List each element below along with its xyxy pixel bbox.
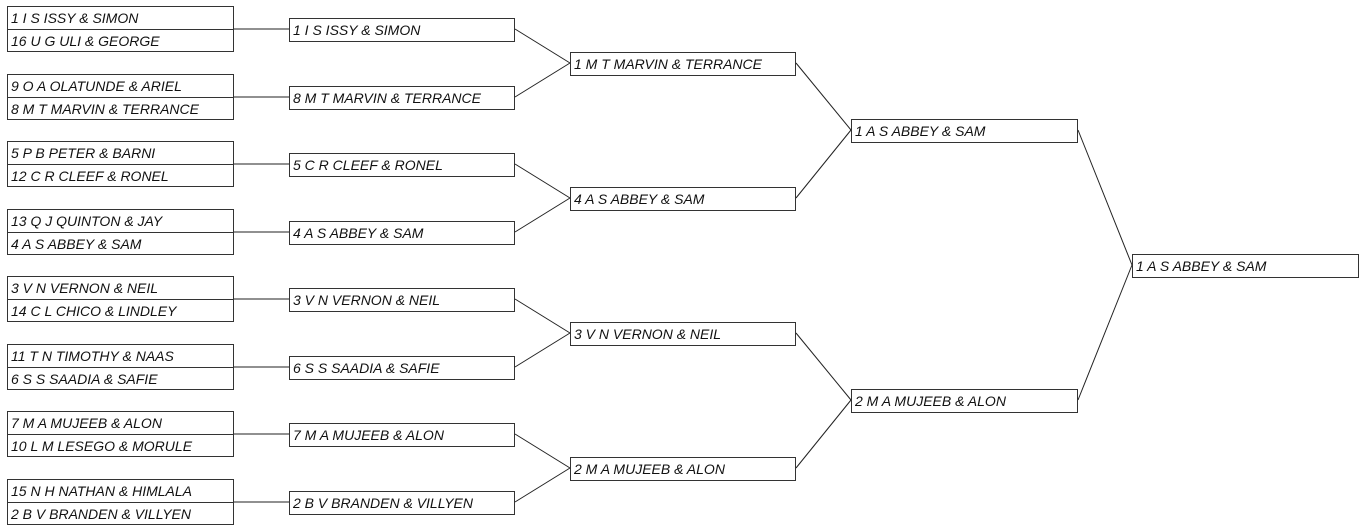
connector-r3-r4-bottom-1 bbox=[795, 129, 852, 199]
r2-slot-4: 4 A S ABBEY & SAM bbox=[289, 221, 515, 245]
connector-r2-r3-top-1 bbox=[514, 28, 571, 64]
r1-team-bottom: 14 C L CHICO & LINDLEY bbox=[8, 299, 233, 322]
r1-match-5: 3 V N VERNON & NEIL 14 C L CHICO & LINDL… bbox=[7, 276, 234, 322]
r1-match-6: 11 T N TIMOTHY & NAAS 6 S S SAADIA & SAF… bbox=[7, 344, 234, 390]
connector-r2-r3-bottom-2 bbox=[514, 197, 571, 233]
connector-r4-final-bottom bbox=[1077, 264, 1133, 401]
r1-team-top: 15 N H NATHAN & HIMLALA bbox=[11, 483, 193, 499]
r2-slot-7: 7 M A MUJEEB & ALON bbox=[289, 423, 515, 447]
r1-team-bottom: 2 B V BRANDEN & VILLYEN bbox=[8, 502, 233, 525]
connector-r2-r3-top-4 bbox=[514, 433, 571, 469]
r1-match-3: 5 P B PETER & BARNI 12 C R CLEEF & RONEL bbox=[7, 141, 234, 187]
r3-slot-1: 1 M T MARVIN & TERRANCE bbox=[570, 52, 796, 76]
r1-team-top: 13 Q J QUINTON & JAY bbox=[11, 213, 163, 229]
r4-slot-2: 2 M A MUJEEB & ALON bbox=[851, 389, 1078, 413]
r1-team-top: 11 T N TIMOTHY & NAAS bbox=[11, 348, 174, 364]
r2-slot-5: 3 V N VERNON & NEIL bbox=[289, 288, 515, 312]
r1-team-top: 9 O A OLATUNDE & ARIEL bbox=[11, 78, 182, 94]
connector-r2-r3-bottom-4 bbox=[514, 467, 571, 503]
connector-r4-final-top bbox=[1077, 129, 1133, 266]
r1-team-bottom: 6 S S SAADIA & SAFIE bbox=[8, 367, 233, 390]
r1-match-8: 15 N H NATHAN & HIMLALA 2 B V BRANDEN & … bbox=[7, 479, 234, 525]
connector-r2-r3-top-3 bbox=[514, 298, 571, 334]
r1-team-top: 3 V N VERNON & NEIL bbox=[11, 280, 159, 296]
r1-team-bottom: 8 M T MARVIN & TERRANCE bbox=[8, 97, 233, 120]
r2-slot-8: 2 B V BRANDEN & VILLYEN bbox=[289, 491, 515, 515]
r3-slot-3: 3 V N VERNON & NEIL bbox=[570, 322, 796, 346]
r1-match-4: 13 Q J QUINTON & JAY 4 A S ABBEY & SAM bbox=[7, 209, 234, 255]
connector-r3-r4-bottom-2 bbox=[795, 399, 852, 469]
r1-team-bottom: 10 L M LESEGO & MORULE bbox=[8, 434, 233, 457]
r3-slot-2: 4 A S ABBEY & SAM bbox=[570, 187, 796, 211]
connector-r3-r4-top-1 bbox=[795, 62, 852, 131]
r2-slot-2: 8 M T MARVIN & TERRANCE bbox=[289, 86, 515, 110]
r1-team-bottom: 16 U G ULI & GEORGE bbox=[8, 29, 233, 52]
r1-match-1: 1 I S ISSY & SIMON 16 U G ULI & GEORGE bbox=[7, 6, 234, 52]
r1-match-2: 9 O A OLATUNDE & ARIEL 8 M T MARVIN & TE… bbox=[7, 74, 234, 120]
r2-slot-3: 5 C R CLEEF & RONEL bbox=[289, 153, 515, 177]
r1-team-top: 1 I S ISSY & SIMON bbox=[11, 10, 139, 26]
connector-r3-r4-top-2 bbox=[795, 332, 852, 401]
champion-slot: 1 A S ABBEY & SAM bbox=[1132, 254, 1359, 278]
r3-slot-4: 2 M A MUJEEB & ALON bbox=[570, 457, 796, 481]
r4-slot-1: 1 A S ABBEY & SAM bbox=[851, 119, 1078, 143]
r1-team-bottom: 4 A S ABBEY & SAM bbox=[8, 232, 233, 255]
r2-slot-1: 1 I S ISSY & SIMON bbox=[289, 18, 515, 42]
connector-r2-r3-bottom-3 bbox=[514, 332, 571, 368]
r1-team-bottom: 12 C R CLEEF & RONEL bbox=[8, 164, 233, 187]
r1-team-top: 5 P B PETER & BARNI bbox=[11, 145, 156, 161]
connector-r2-r3-bottom-1 bbox=[514, 62, 571, 98]
r1-match-7: 7 M A MUJEEB & ALON 10 L M LESEGO & MORU… bbox=[7, 411, 234, 457]
connector-r2-r3-top-2 bbox=[514, 163, 571, 199]
r2-slot-6: 6 S S SAADIA & SAFIE bbox=[289, 356, 515, 380]
r1-team-top: 7 M A MUJEEB & ALON bbox=[11, 415, 162, 431]
